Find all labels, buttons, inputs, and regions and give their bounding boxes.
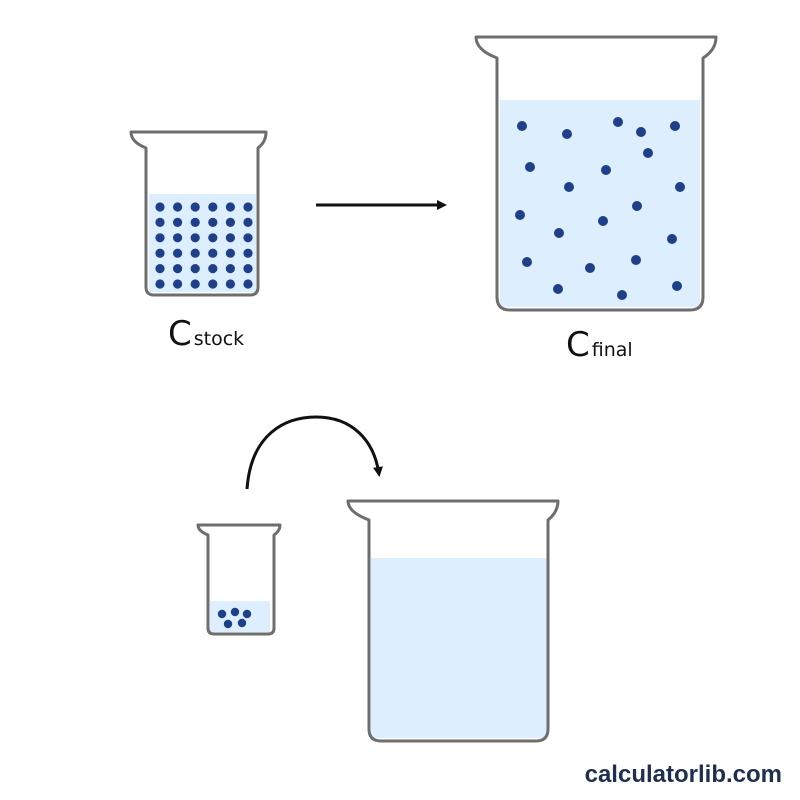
receiving-liquid (371, 558, 547, 738)
stock-particle (173, 217, 183, 227)
final-particle (553, 284, 563, 294)
stock-particle (190, 248, 200, 258)
transfer-beaker (196, 523, 282, 636)
stock-particle (208, 217, 218, 227)
stock-particle (173, 202, 183, 212)
stock-particle (173, 233, 183, 243)
transfer-particle (223, 619, 233, 629)
stock-beaker (129, 130, 268, 297)
final-particle (522, 257, 532, 267)
site-watermark: calculatorlib.com (585, 761, 782, 788)
final-particle (562, 129, 572, 139)
final-particle (515, 210, 525, 220)
final-particle (601, 165, 611, 175)
final-particle (564, 182, 574, 192)
stock-particle (243, 279, 253, 289)
stock-particle (243, 217, 253, 227)
transfer-particle (230, 607, 240, 617)
final-particle (598, 216, 608, 226)
final-particle (585, 263, 595, 273)
receiving-beaker (346, 499, 560, 743)
final-beaker (474, 35, 718, 312)
final-particle (675, 182, 685, 192)
stock-particle (243, 264, 253, 274)
stock-particle (190, 233, 200, 243)
final-particle (617, 290, 627, 300)
stock-particle (208, 233, 218, 243)
final-particle (670, 121, 680, 131)
stock-particle (155, 279, 165, 289)
stock-particle (225, 202, 235, 212)
final-particle (672, 281, 682, 291)
stock-particle (190, 217, 200, 227)
final-particle (632, 201, 642, 211)
stock-particle (208, 279, 218, 289)
stock-particle (225, 233, 235, 243)
final-liquid (500, 100, 700, 307)
stock-particle (173, 279, 183, 289)
final-particle (554, 228, 564, 238)
stock-beaker-outline (129, 130, 268, 297)
transfer-particles (217, 607, 252, 629)
final-particles (515, 117, 685, 300)
final-particle (613, 117, 623, 127)
final-particle (525, 162, 535, 172)
final-particle (667, 234, 677, 244)
curved-arrow-icon (245, 415, 383, 490)
transfer-beaker-outline (196, 523, 282, 636)
transfer-particle (237, 618, 247, 628)
stock-particle (173, 248, 183, 258)
stock-particle (208, 248, 218, 258)
final-particle (643, 148, 653, 158)
receiving-beaker-outline (346, 499, 560, 743)
stock-liquid (149, 194, 256, 292)
final-beaker-outline (474, 35, 718, 312)
stock-particle (243, 233, 253, 243)
stock-particle (208, 264, 218, 274)
stock-particle (155, 264, 165, 274)
transfer-particle (217, 609, 227, 619)
stock-particles (155, 202, 253, 289)
stock-particle (225, 248, 235, 258)
stock-particle (243, 202, 253, 212)
stock-particle (190, 279, 200, 289)
stock-particle (155, 202, 165, 212)
stock-particle (243, 248, 253, 258)
stock-particle (155, 233, 165, 243)
stock-particle (225, 217, 235, 227)
stock-particle (190, 264, 200, 274)
final-particle (636, 127, 646, 137)
stock-particle (190, 202, 200, 212)
stock-particle (225, 264, 235, 274)
stock-particle (155, 217, 165, 227)
stock-particle (208, 202, 218, 212)
final-particle (517, 121, 527, 131)
stock-particle (155, 248, 165, 258)
stock-particle (173, 264, 183, 274)
stock-particle (225, 279, 235, 289)
transfer-particle (242, 609, 252, 619)
final-particle (631, 255, 641, 265)
